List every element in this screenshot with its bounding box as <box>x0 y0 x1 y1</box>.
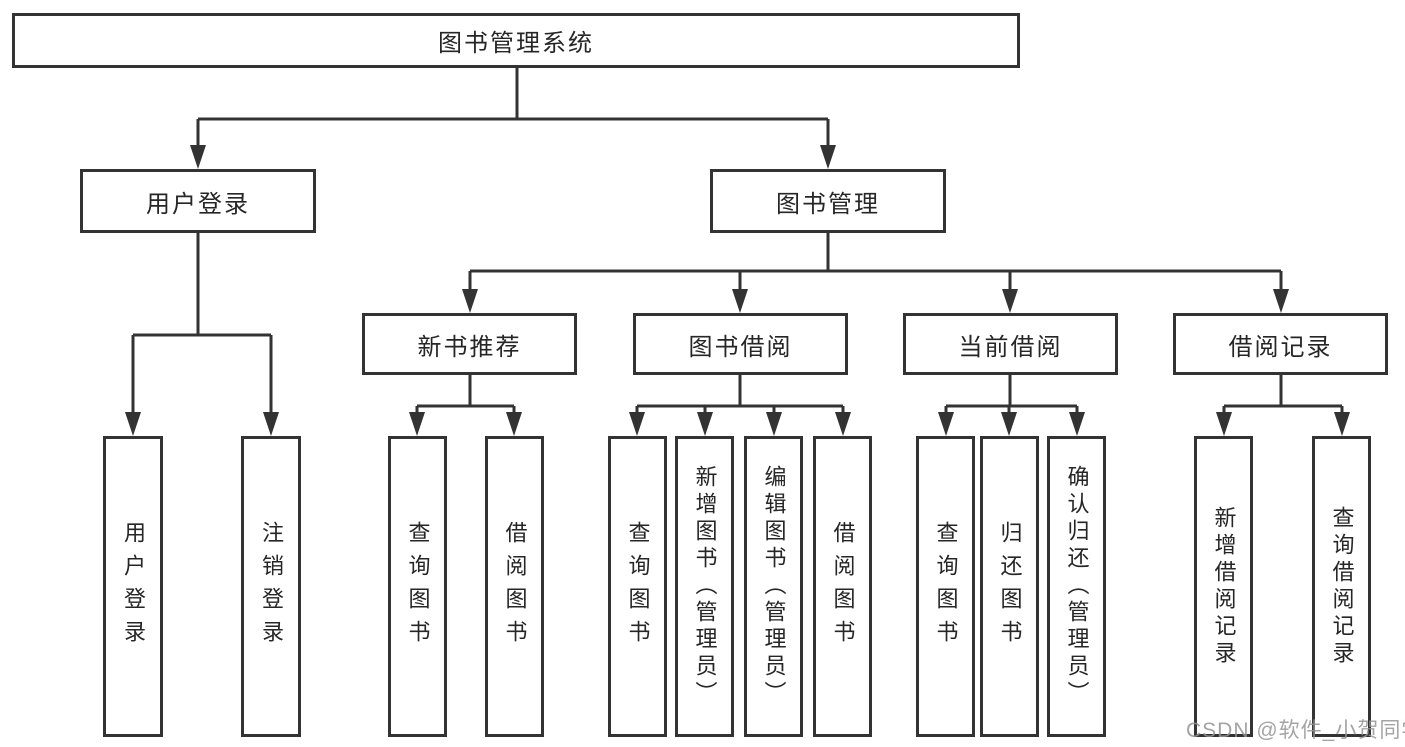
node-add-books-admin: 新增图书（管理员） <box>675 436 734 737</box>
node-add-borrow-record: 新增借阅记录 <box>1194 436 1253 737</box>
node-label: 确认归还（管理员） <box>1064 465 1090 708</box>
node-borrowing-records: 借阅记录 <box>1173 313 1388 375</box>
node-label: 借阅图书 <box>502 520 528 653</box>
node-label: 注销登录 <box>259 520 284 653</box>
node-label: 新增借阅记录 <box>1211 505 1237 668</box>
node-user-login: 用户登录 <box>103 436 163 737</box>
node-edit-books-admin: 编辑图书（管理员） <box>744 436 803 737</box>
node-borrow-books-1: 借阅图书 <box>485 436 544 737</box>
node-label: 查询借阅记录 <box>1329 505 1355 668</box>
node-label: 借阅图书 <box>830 520 856 653</box>
node-label: 归还图书 <box>997 520 1023 653</box>
node-label: 新书推荐 <box>417 333 522 361</box>
node-label: 查询图书 <box>933 520 959 653</box>
node-confirm-return-admin: 确认归还（管理员） <box>1047 436 1106 737</box>
node-book-borrowing: 图书借阅 <box>633 313 848 375</box>
node-return-books: 归还图书 <box>980 436 1039 737</box>
node-borrow-books-2: 借阅图书 <box>813 436 872 737</box>
node-label: 当前借阅 <box>958 333 1063 361</box>
node-label: 编辑图书（管理员） <box>761 465 787 708</box>
node-query-books-3: 查询图书 <box>916 436 975 737</box>
node-label: 查询图书 <box>405 520 431 653</box>
node-new-book-recommendation: 新书推荐 <box>362 313 577 375</box>
watermark-credit: CSDN @软件_小贺同学 <box>1186 719 1405 742</box>
node-query-books-1: 查询图书 <box>388 436 447 737</box>
node-book-management: 图书管理 <box>710 169 946 233</box>
node-label: 查询图书 <box>625 520 651 653</box>
node-library-management-system: 图书管理系统 <box>12 13 1020 68</box>
node-label: 图书借阅 <box>688 333 793 361</box>
node-label: 用户登录 <box>121 520 146 653</box>
node-logout: 注销登录 <box>241 436 301 737</box>
node-query-books-2: 查询图书 <box>608 436 667 737</box>
node-label: 图书管理系统 <box>438 30 594 57</box>
node-user-login-group: 用户登录 <box>80 169 316 233</box>
node-label: 借阅记录 <box>1228 333 1333 361</box>
node-label: 用户登录 <box>146 190 250 218</box>
node-current-borrowing: 当前借阅 <box>903 313 1118 375</box>
arrowheads <box>125 145 1350 436</box>
node-label: 新增图书（管理员） <box>692 465 718 708</box>
node-label: 图书管理 <box>776 190 880 218</box>
node-query-borrow-record: 查询借阅记录 <box>1312 436 1371 737</box>
connector-paths <box>131 68 1344 414</box>
